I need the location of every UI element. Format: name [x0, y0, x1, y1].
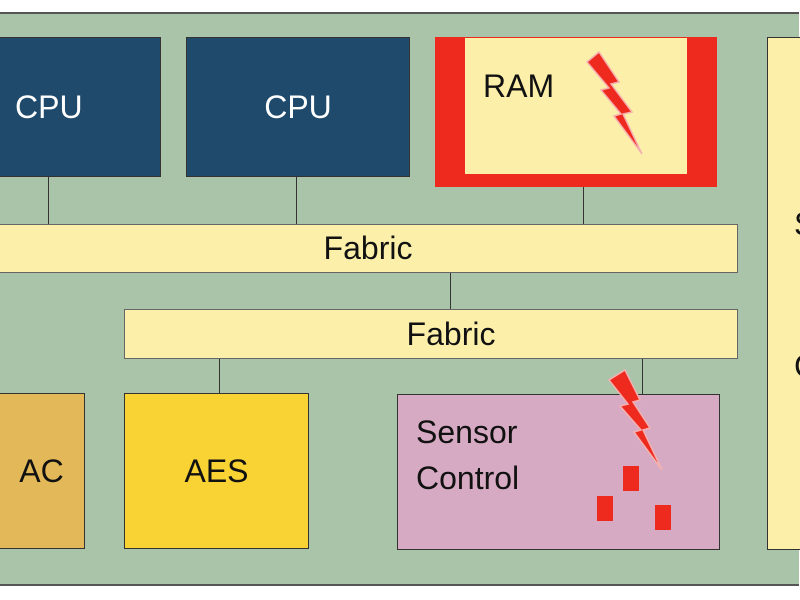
cpu-block-2: CPU — [186, 37, 410, 177]
cpu-label: CPU — [264, 88, 332, 125]
aes-label: AES — [184, 452, 249, 489]
sensor-control-label-line1: Sensor — [416, 414, 518, 450]
fabric-to-fabric-line — [450, 273, 451, 309]
right-panel-block: S C — [767, 37, 800, 550]
right-panel-label-s: S — [794, 206, 800, 243]
mac-label: AC — [19, 452, 64, 489]
cpu-label: CPU — [15, 88, 83, 125]
fabric-bus-bottom: Fabric — [124, 309, 738, 359]
cpu1-to-fabric-line — [48, 177, 49, 224]
fabric-bus-top: Fabric — [0, 224, 738, 273]
fault-square-icon — [655, 505, 671, 530]
lightning-bolt-icon — [585, 50, 643, 155]
fabric-label: Fabric — [323, 230, 413, 266]
fault-square-icon — [623, 466, 639, 491]
cpu2-to-fabric-line — [296, 177, 297, 224]
ram-block: RAM — [435, 37, 717, 187]
aes-block: AES — [124, 393, 309, 549]
ram-label: RAM — [483, 68, 555, 104]
sensor-control-label-line2: Control — [416, 460, 520, 497]
mac-block: AC — [0, 393, 85, 549]
fabric-to-sensor-line — [642, 359, 643, 394]
lightning-bolt-icon — [607, 368, 663, 471]
right-panel-label-c: C — [794, 348, 800, 385]
fabric-to-aes-line — [219, 359, 220, 393]
cpu-block-1: CPU — [0, 37, 161, 177]
fault-square-icon — [597, 496, 613, 521]
fabric-label: Fabric — [406, 315, 496, 352]
ram-to-fabric-line — [583, 187, 584, 224]
